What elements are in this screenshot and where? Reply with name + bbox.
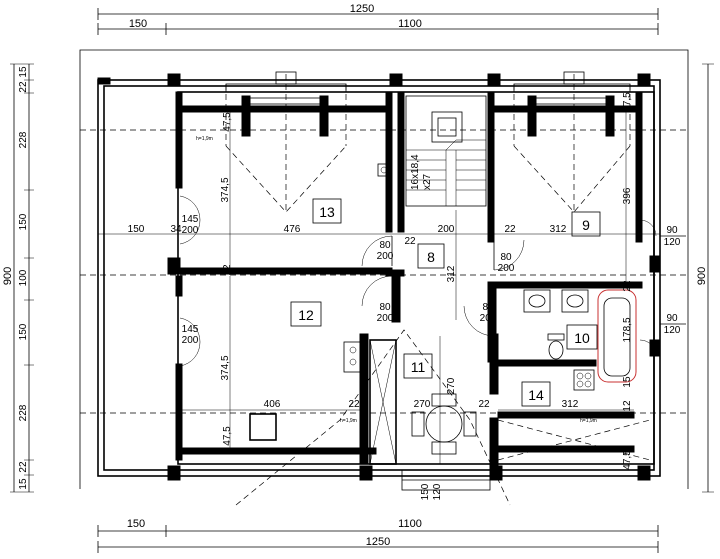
room-labels: 13 9 8 12 10 11 14: [290, 198, 601, 407]
dim-left-150a: 150: [18, 213, 29, 230]
dim-312b: 312: [562, 399, 579, 410]
stair-size-label: 16x18,4: [410, 154, 421, 190]
dim-left-15a: 15: [18, 66, 29, 78]
dim-22c: 22: [348, 399, 360, 410]
dim-178-5: 178,5: [622, 317, 633, 342]
door-13-w: 80: [379, 240, 391, 251]
dim-374-5a: 374,5: [220, 177, 231, 202]
dim-374-5b: 374,5: [220, 355, 231, 380]
room-14-label: 14: [528, 387, 544, 403]
dim-top-right: 1100: [398, 18, 422, 30]
dim-406: 406: [264, 399, 281, 410]
dim-left-100: 100: [18, 269, 29, 286]
room-9-label: 9: [582, 217, 590, 233]
door-swings: [179, 195, 657, 367]
dim-left-22b: 22: [18, 461, 29, 473]
dim-left-228b: 228: [18, 404, 29, 421]
dim-right-90a: 90: [666, 225, 678, 236]
dim-22d: 22: [478, 399, 490, 410]
door-9-h: 200: [498, 263, 515, 274]
interior-dim-text: 150 34 476 200 312 22 22 12 374,5 374,5 …: [128, 92, 633, 501]
dim-right-90b: 90: [666, 313, 678, 324]
room-13-label: 13: [319, 204, 335, 220]
dim-22b: 22: [504, 224, 516, 235]
dim-22e: 22: [622, 280, 633, 292]
dim-22a: 22: [404, 236, 416, 247]
door-10-w: 80: [482, 302, 494, 313]
left-dimension-lines: 900 15 22 228 150 100 150 228 22 15: [2, 63, 34, 493]
height-note-11: h=1,9m: [340, 418, 357, 424]
dim-396: 396: [622, 187, 633, 204]
dim-15: 15: [622, 376, 633, 388]
interior-walls: [167, 91, 643, 467]
dim-top-total: 1250: [350, 3, 374, 15]
window-left-upper-w: 145: [182, 214, 199, 225]
door-13-h: 200: [377, 251, 394, 262]
dim-47-5d: 47,5: [622, 450, 633, 470]
dim-47-5c: 47,5: [222, 426, 233, 446]
stair-count-label: x27: [422, 173, 433, 190]
room-8-label: 8: [427, 249, 435, 265]
height-note-13: h=1,9m: [196, 136, 213, 142]
dim-47-5b: 47,5: [622, 92, 633, 112]
dim-12b: 12: [622, 400, 633, 412]
interior-dim-lines: [98, 112, 660, 464]
window-left-upper-h: 200: [182, 225, 199, 236]
door-10-h: 200: [480, 313, 497, 324]
dim-200: 200: [438, 224, 455, 235]
dim-right-total: 900: [696, 267, 708, 285]
dim-47-5a: 47,5: [222, 112, 233, 132]
dim-476: 476: [284, 224, 301, 235]
dim-bottom-left: 150: [127, 518, 145, 530]
dim-34: 34: [170, 224, 182, 235]
room-11-label: 11: [411, 359, 426, 375]
bottom-dimension-lines: 150 1100 1250: [97, 518, 659, 553]
dim-left-228a: 228: [18, 131, 29, 148]
dim-left-total: 900: [2, 267, 14, 285]
dim-150b: 150: [420, 483, 431, 500]
dim-12: 12: [222, 264, 233, 276]
room-10-label: 10: [574, 330, 590, 346]
height-annotations: h=1,9m h=1,9m h=1,9m: [196, 136, 597, 424]
fixtures: [249, 289, 637, 491]
door-12-w: 80: [379, 302, 391, 313]
dim-312v: 312: [446, 265, 457, 282]
dim-top-left: 150: [129, 18, 147, 30]
top-dimension-lines: 1250 150 1100: [97, 3, 659, 35]
dim-bottom-right: 1100: [398, 518, 422, 530]
dim-left-150b: 150: [18, 323, 29, 340]
dim-120: 120: [432, 483, 443, 500]
window-left-lower-h: 200: [182, 335, 199, 346]
door-12-h: 200: [377, 313, 394, 324]
right-dimension-lines: 900 90 120 90 120: [660, 63, 714, 493]
dim-right-120b: 120: [664, 325, 681, 336]
staircase: 16x18,4 x27: [377, 95, 487, 207]
room-12-label: 12: [298, 307, 314, 323]
dim-left-22a: 22: [18, 81, 29, 93]
dim-270b: 270: [446, 377, 457, 394]
dim-bottom-total: 1250: [366, 536, 390, 548]
dim-150: 150: [128, 224, 145, 235]
window-left-lower-w: 145: [182, 324, 199, 335]
dim-right-120a: 120: [664, 237, 681, 248]
opening-labels: 145 200 145 200 80 200 80 200 80 200 80 …: [182, 214, 515, 346]
door-9-w: 80: [500, 252, 512, 263]
dim-left-15b: 15: [18, 478, 29, 490]
height-note-14: h=1,9m: [580, 418, 597, 424]
dim-312a: 312: [550, 224, 567, 235]
dim-270a: 270: [414, 399, 431, 410]
roof-windows: [225, 71, 651, 506]
